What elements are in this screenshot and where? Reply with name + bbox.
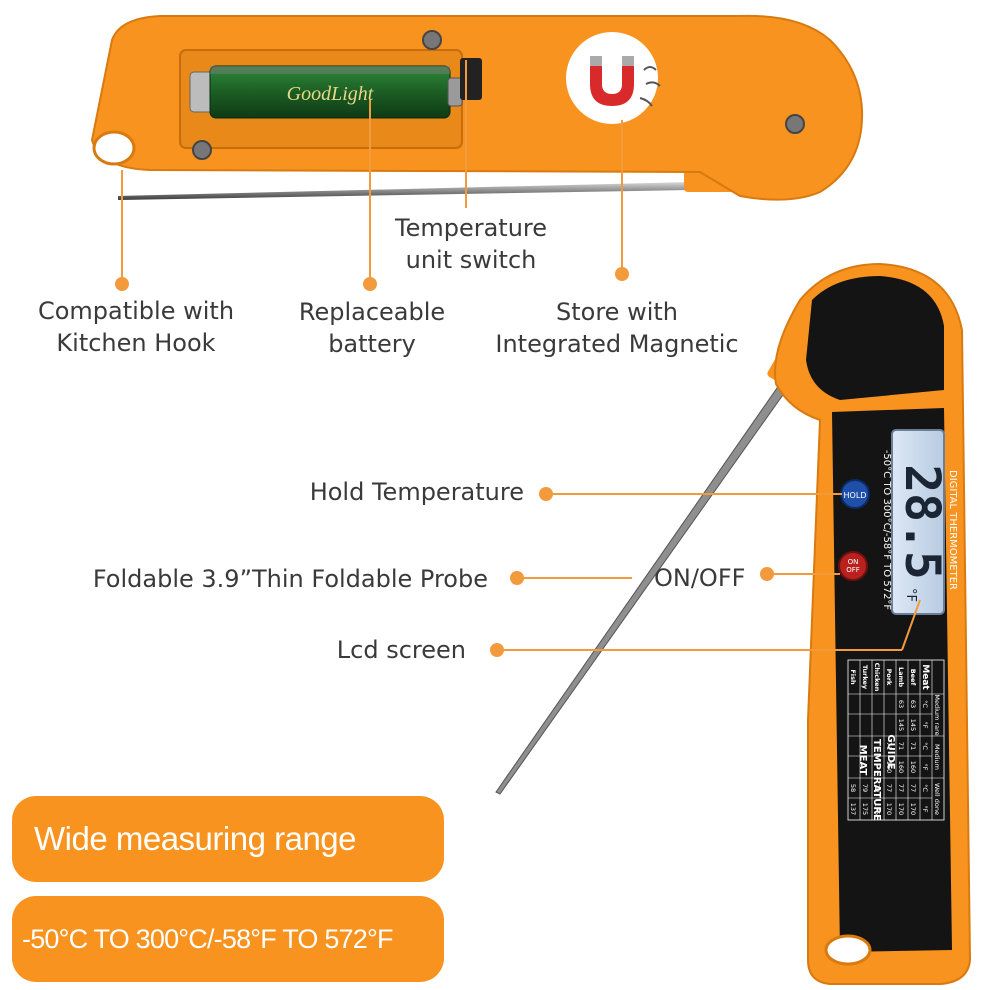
range-value-banner: -50°C TO 300°C/-58°F TO 572°F	[12, 896, 444, 982]
table-cell: 170	[885, 803, 893, 815]
table-cell: 175	[861, 803, 869, 815]
range-label: -50°C TO 300°C/-58°F TO 572°F	[881, 450, 892, 611]
magnet-icon	[566, 32, 661, 124]
hook-hole-icon	[92, 130, 136, 166]
front-callout-lines	[490, 487, 921, 657]
front-device: 28.5 °F -50°C TO 300°C/-58°F TO 572°F DI…	[495, 262, 972, 985]
table-cell: Turkey	[861, 665, 869, 690]
svg-text:HOLD: HOLD	[844, 491, 867, 500]
table-cell: Chicken	[873, 663, 881, 692]
table-cell: 160	[897, 761, 905, 773]
lcd-unit: °F	[903, 588, 918, 602]
svg-text:OFF: OFF	[846, 566, 860, 574]
table-header-cell: Medium rare	[933, 694, 941, 735]
table-cell: 137	[849, 803, 857, 815]
svg-text:ON: ON	[848, 558, 859, 566]
table-header-cell: Medium	[933, 744, 941, 770]
table-cell: Beef	[909, 669, 917, 686]
range-title: Wide measuring range	[34, 820, 357, 857]
unit-switch-icon	[460, 58, 482, 100]
callout-on-off: ON/OFF	[654, 564, 746, 592]
table-cell: 79	[873, 784, 881, 792]
guide-label-2: TEMPERATURE	[871, 739, 882, 821]
table-subheader-cell: °F	[921, 722, 929, 729]
lcd-screen	[891, 429, 945, 615]
table-subheader-cell: °C	[921, 700, 929, 708]
hold-button[interactable]: HOLD	[840, 479, 870, 509]
table-cell: 160	[885, 761, 893, 773]
table-cell: 175	[873, 803, 881, 815]
table-cell: 71	[897, 742, 905, 750]
battery-icon: GoodLight	[189, 65, 463, 119]
model-label: DIGITAL THERMOMETER	[947, 470, 958, 590]
screw-icon	[785, 114, 805, 134]
table-cell: 170	[897, 803, 905, 815]
lcd-reading: 28.5	[894, 464, 950, 580]
callout-hold: Hold Temperature	[309, 478, 524, 506]
screw-icon	[192, 140, 212, 160]
table-cell: 77	[897, 784, 905, 792]
guide-label-1: MEAT	[857, 745, 868, 776]
top-callout-lines	[115, 60, 629, 291]
table-cell: Lamb	[897, 667, 905, 687]
callout-probe: Foldable 3.9”Thin Foldable Probe	[92, 565, 488, 593]
range-title-banner: Wide measuring range	[12, 796, 444, 882]
guide-label-3: GUIDE	[885, 734, 896, 769]
table-cell: Pork	[885, 669, 893, 686]
table-header-cell: Meat	[920, 664, 930, 690]
table-header-cell: Well done	[933, 783, 941, 815]
table-subheader-cell: °F	[921, 764, 929, 771]
table-subheader-cell: °F	[921, 806, 929, 813]
table-cell: 145	[909, 719, 917, 731]
table-cell: 63	[909, 700, 917, 708]
callout-lcd: Lcd screen	[336, 636, 466, 664]
svg-text:GoodLight: GoodLight	[287, 83, 374, 105]
table-subheader-cell: °C	[921, 784, 929, 792]
table-cell: 71	[885, 742, 893, 750]
table-cell: 63	[897, 700, 905, 708]
table-cell: 71	[909, 742, 917, 750]
table-subheader-cell: °C	[921, 742, 929, 750]
table-cell: 170	[909, 803, 917, 815]
fold-head	[806, 276, 944, 400]
top-probe	[118, 182, 690, 200]
top-device: GoodLight	[90, 14, 864, 201]
table-cell: 77	[885, 784, 893, 792]
front-probe	[495, 377, 793, 795]
bottom-hook-hole-icon	[824, 934, 872, 966]
table-cell: 58	[849, 784, 857, 792]
on-off-button[interactable]: ON OFF	[838, 551, 868, 581]
table-cell: Fish	[849, 669, 857, 685]
table-cell: 77	[909, 784, 917, 792]
range-value: -50°C TO 300°C/-58°F TO 572°F	[22, 923, 393, 954]
screw-icon	[422, 30, 442, 50]
table-cell: 145	[897, 719, 905, 731]
table-cell: 79	[861, 784, 869, 792]
table-cell: 160	[909, 761, 917, 773]
